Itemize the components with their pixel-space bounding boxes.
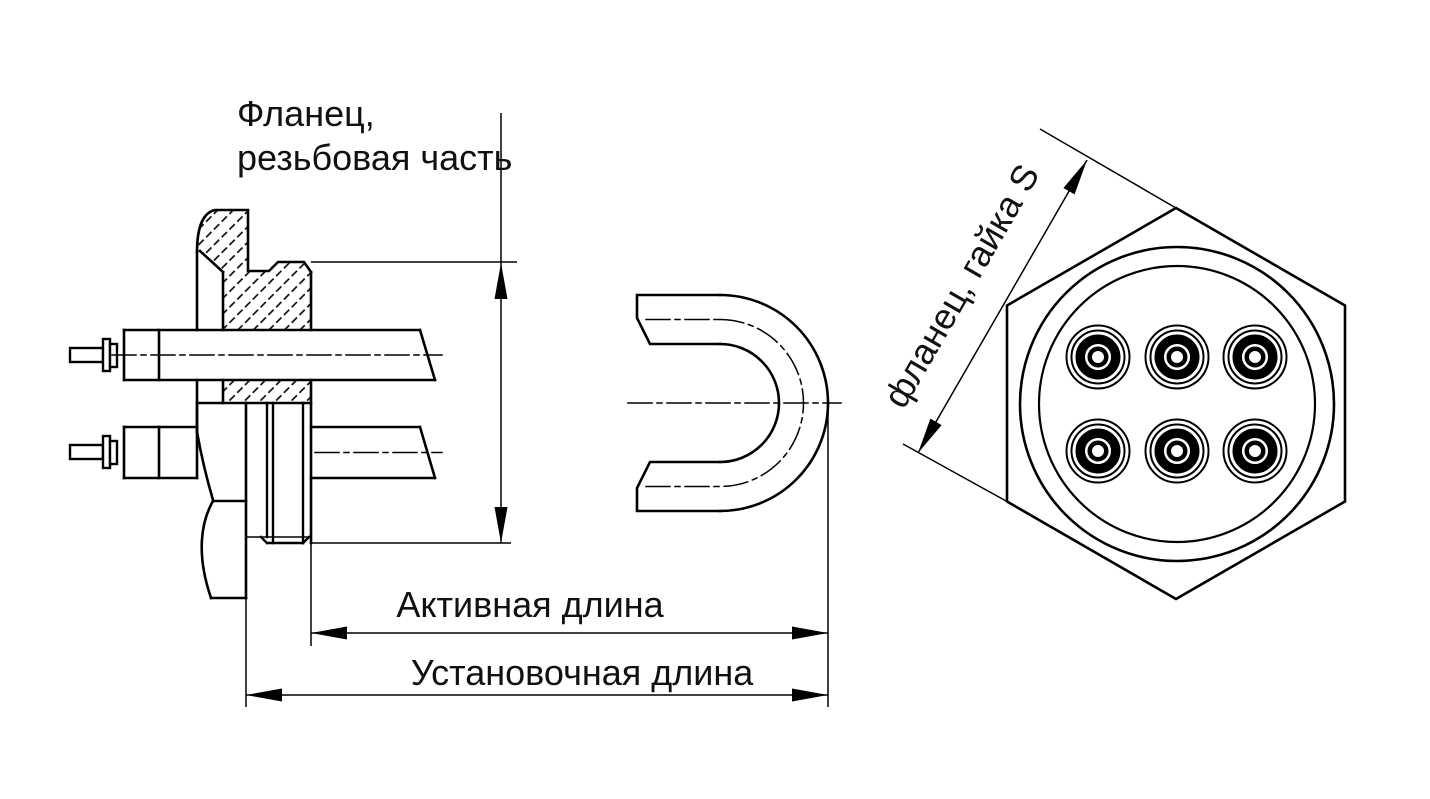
labels: Фланец, резьбовая часть Активная длина У… [237, 93, 1047, 693]
u-bend-top-stub [635, 293, 722, 346]
pin [1065, 418, 1131, 484]
flange-threaded-label-line1: Фланец, [237, 93, 375, 134]
side-view [68, 208, 443, 600]
flange-collar-chamfer [198, 249, 225, 274]
flange-outer-circle [1018, 245, 1336, 563]
flange-inner-circle [1037, 264, 1317, 544]
pin [1222, 418, 1288, 484]
hex-nut-outline [1005, 206, 1347, 601]
upper-terminal-stud [68, 337, 119, 373]
nut-size-extension-lines [902, 128, 1177, 503]
pin [1222, 324, 1288, 390]
extension-lines [245, 113, 829, 707]
lower-tube [122, 425, 437, 480]
flange-collar-outline [195, 208, 313, 274]
dimensions [245, 113, 1177, 707]
flange-threaded-label-line2: резьбовая часть [237, 137, 512, 178]
terminal-pins [1065, 324, 1288, 484]
installation-length-label: Установочная длина [411, 652, 755, 693]
threaded-part [246, 401, 312, 545]
pin [1065, 324, 1131, 390]
flange-section-hatching [197, 210, 311, 403]
pin [1144, 418, 1210, 484]
arrowheads [246, 160, 1087, 702]
hex-nut-profile [195, 401, 248, 600]
u-bend-bottom-stub [635, 460, 722, 513]
nut-face-view [1005, 206, 1347, 601]
pin [1144, 324, 1210, 390]
u-bend-centerlines [627, 318, 842, 488]
active-length-label: Активная длина [396, 584, 664, 625]
nut-size-dim-line [917, 159, 1088, 454]
lower-terminal-stud [68, 434, 119, 470]
tube-centerlines [111, 354, 443, 454]
u-bend-view [627, 293, 842, 513]
